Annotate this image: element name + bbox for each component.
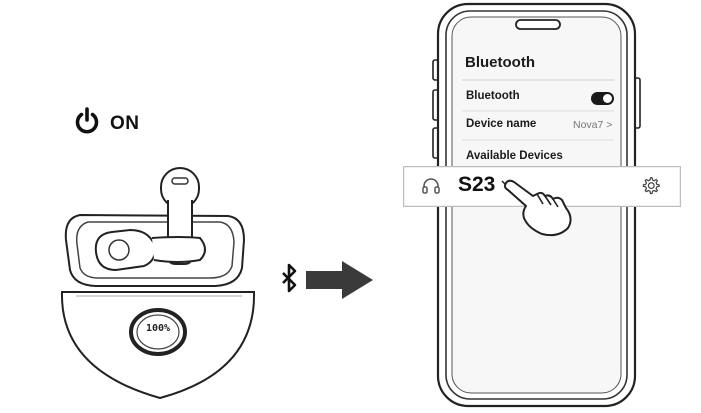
device-name-label: Device name [466,118,537,130]
bluetooth-setting-label: Bluetooth [466,90,520,102]
power-on-label: ON [72,106,140,141]
case-battery-display: 100% [145,323,171,334]
gear-icon[interactable] [641,176,660,200]
arrow-right-icon [306,261,373,299]
bluetooth-icon [282,263,297,293]
hand-pointer-icon [500,178,578,245]
headphones-icon [421,176,441,201]
device-name-s23[interactable]: S23 [458,173,496,196]
pairing-arrow-group [276,258,376,313]
available-devices-label: Available Devices [466,150,563,162]
power-icon [72,106,102,141]
bluetooth-toggle[interactable] [591,92,614,105]
earbuds-case-illustration [60,167,256,400]
device-name-value[interactable]: Nova7 > [573,119,613,131]
screen-title: Bluetooth [465,54,535,71]
power-on-text: ON [110,112,140,134]
